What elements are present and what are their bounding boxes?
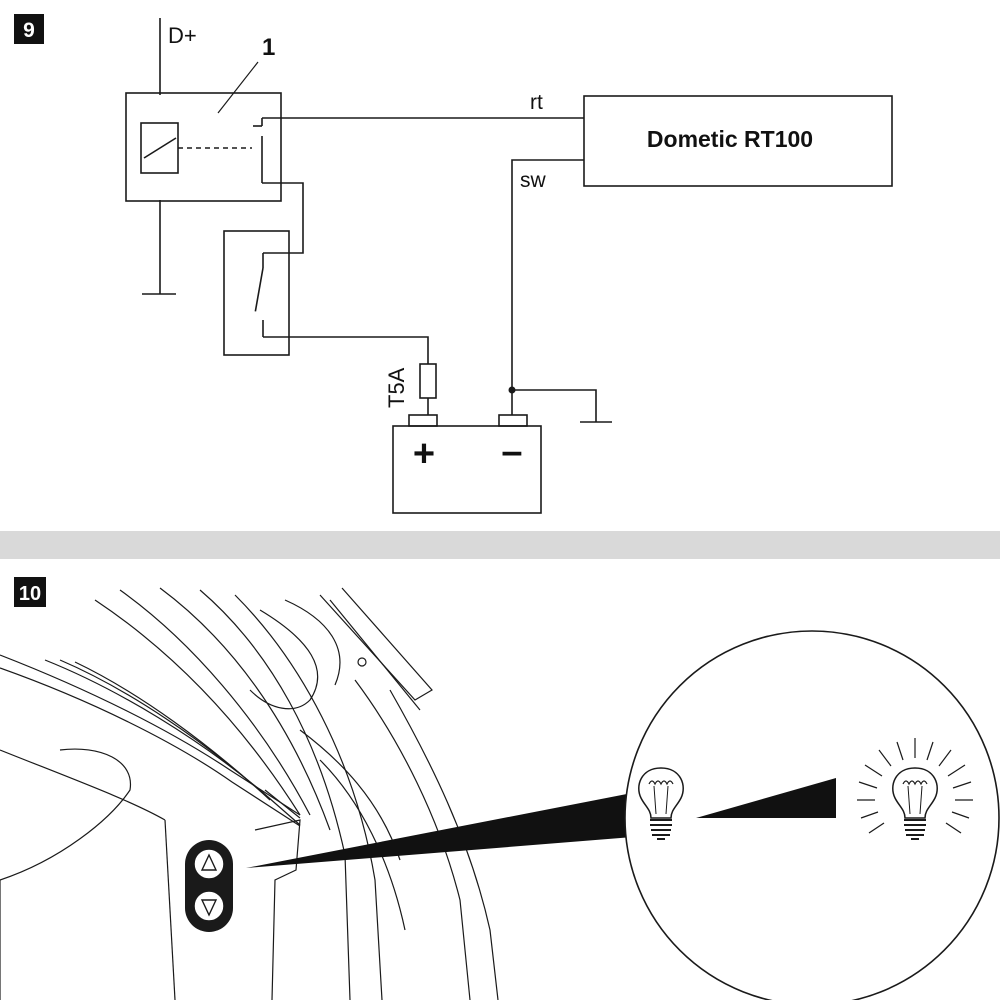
relay-callout-line bbox=[217, 61, 259, 114]
battery-plus-terminal bbox=[408, 414, 438, 427]
figure-10-number: 10 bbox=[19, 583, 41, 605]
switch-box bbox=[223, 230, 290, 356]
fuse-t5a bbox=[419, 363, 437, 399]
battery-minus-terminal bbox=[498, 414, 528, 427]
wire-relay-to-switch bbox=[281, 182, 304, 254]
relay-coil-diagonal bbox=[143, 137, 177, 159]
brightness-switch[interactable] bbox=[185, 840, 233, 932]
wire-switch-to-fuse bbox=[263, 336, 429, 364]
dim-up-button[interactable] bbox=[193, 848, 225, 880]
wire-battery-ground bbox=[512, 389, 597, 422]
wire-sw-label: sw bbox=[520, 169, 547, 192]
figure-9-badge bbox=[14, 14, 44, 44]
fuse-label: T5A bbox=[384, 367, 409, 408]
figure-10-badge bbox=[14, 577, 46, 607]
battery-plus-label: + bbox=[413, 433, 435, 475]
section-divider bbox=[0, 531, 1000, 559]
figure-10: 10 bbox=[0, 577, 1000, 1000]
vehicle-interior-drawing bbox=[0, 587, 499, 1000]
figure-9-number: 9 bbox=[23, 19, 35, 42]
battery bbox=[392, 425, 542, 514]
dometic-rt100-box bbox=[583, 95, 893, 187]
dim-bulb-icon bbox=[638, 767, 684, 840]
wire-sw bbox=[511, 159, 584, 390]
callout-wedge bbox=[246, 793, 646, 868]
battery-minus-label: – bbox=[501, 431, 522, 473]
relay-callout-number: 1 bbox=[262, 34, 275, 61]
dim-down-button[interactable] bbox=[193, 890, 225, 922]
bright-bulb-icon bbox=[857, 738, 973, 840]
dometic-rt100-label: Dometic RT100 bbox=[647, 126, 813, 152]
d-plus-label: D+ bbox=[168, 23, 197, 48]
wire-rt-label: rt bbox=[530, 91, 543, 114]
figure-9: 9 D+ 1 rt Dometic RT100 sw bbox=[14, 14, 893, 514]
down-arrow-icon bbox=[200, 899, 218, 917]
switch-contact-arm bbox=[254, 267, 264, 312]
relay-box bbox=[125, 92, 282, 202]
brightness-ramp-icon bbox=[696, 778, 836, 818]
up-arrow-icon bbox=[200, 853, 218, 871]
